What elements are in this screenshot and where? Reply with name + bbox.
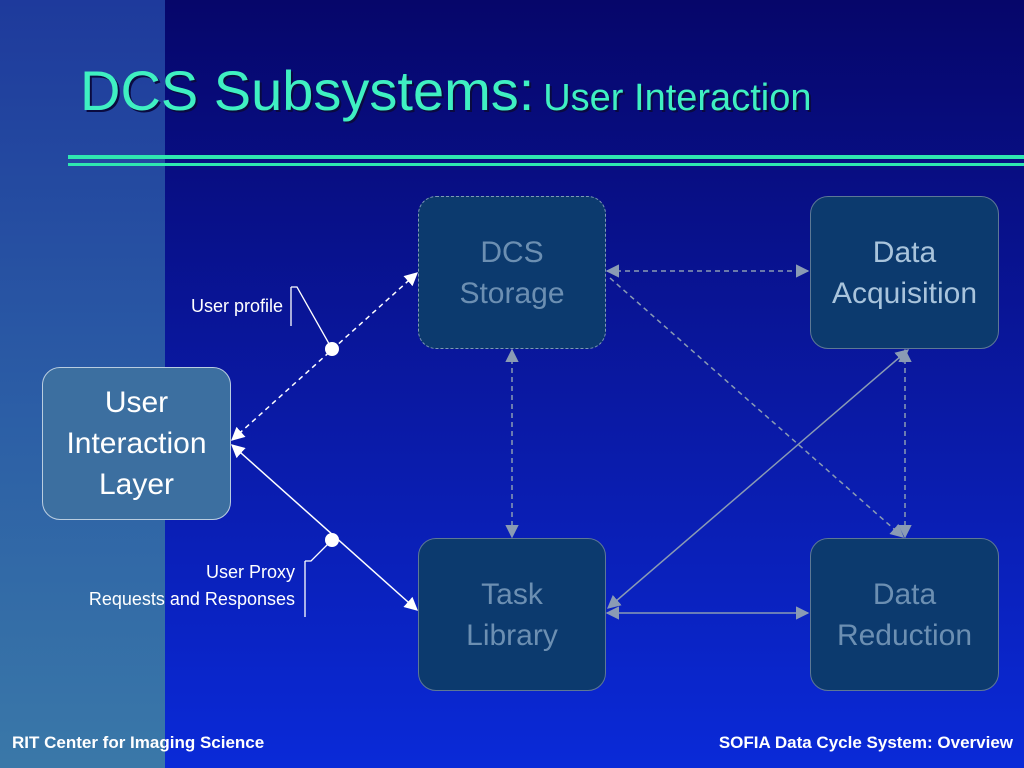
dcs-storage-line-1: DCS bbox=[480, 235, 544, 269]
edge-uil-task-library bbox=[230, 444, 419, 611]
user-proxy-label-line-2: Requests and Responses bbox=[88, 589, 295, 609]
footer-left: RIT Center for Imaging Science bbox=[12, 733, 265, 752]
user-interaction-layer-box: User Interaction Layer bbox=[42, 367, 231, 520]
user-proxy-label: User Proxy Requests and Responses bbox=[89, 559, 295, 613]
dcs-storage-box: DCS Storage bbox=[418, 196, 606, 349]
title-main: DCS Subsystems: bbox=[80, 59, 535, 122]
user-interaction-line-3: Layer bbox=[98, 468, 175, 501]
user-proxy-label-line-1: User Proxy bbox=[205, 562, 295, 582]
task-library-box: Task Library bbox=[418, 538, 606, 691]
edge-task-library-acquisition bbox=[606, 349, 910, 609]
user-interaction-line-2: Interaction bbox=[66, 427, 207, 460]
data-acquisition-line-2: Acquisition bbox=[831, 276, 978, 310]
title-sub: User Interaction bbox=[543, 77, 812, 119]
user-proxy-callout bbox=[304, 539, 333, 617]
data-reduction-box: Data Reduction bbox=[810, 538, 999, 691]
slide-title: DCS Subsystems: User Interaction bbox=[80, 58, 811, 123]
user-profile-label: User profile bbox=[190, 296, 283, 316]
user-profile-callout bbox=[290, 286, 333, 350]
footer-right: SOFIA Data Cycle System: Overview bbox=[718, 733, 1013, 752]
dcs-storage-line-2: Storage bbox=[459, 276, 565, 310]
task-library-line-1: Task bbox=[481, 577, 543, 611]
data-reduction-line-1: Data bbox=[872, 577, 937, 611]
data-reduction-line-2: Reduction bbox=[836, 618, 973, 652]
edge-uil-storage bbox=[230, 272, 419, 441]
title-rule-top bbox=[68, 155, 1024, 159]
task-library-line-2: Library bbox=[466, 618, 558, 652]
title-rule-bottom bbox=[68, 163, 1024, 166]
user-interaction-line-1: User bbox=[104, 386, 169, 419]
data-acquisition-box: Data Acquisition bbox=[810, 196, 999, 349]
data-acquisition-line-1: Data bbox=[872, 235, 937, 269]
